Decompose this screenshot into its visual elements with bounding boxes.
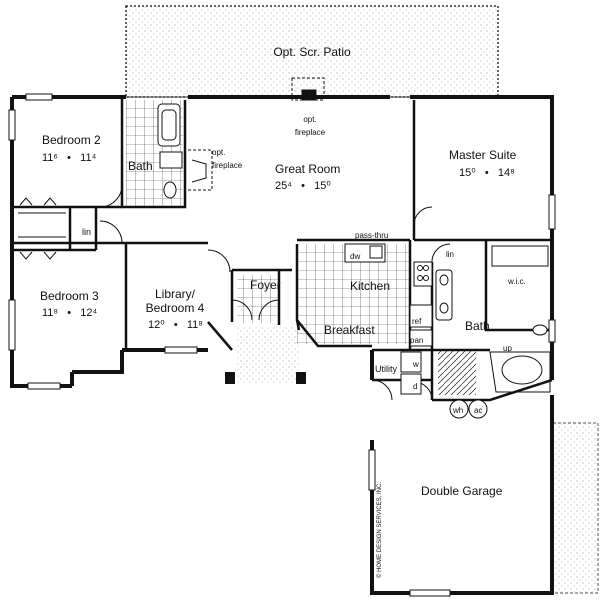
garage-label: Double Garage [421,484,503,498]
dim-sep: • [67,152,71,164]
fireplaces [188,77,325,191]
dim-sep: • [484,167,489,179]
bedroom3-dims: 11⁸ • 12⁴ [42,307,97,320]
master-bath-fixtures [435,245,551,393]
foyer-tile [237,275,279,323]
linen-left-label: lin [82,227,92,237]
foyer-label: Foyer [250,278,281,292]
bedroom2-label: Bedroom 2 [42,133,101,147]
entry-porch [237,327,299,383]
library-depth: 11⁸ [186,319,203,331]
copyright-notice: © HOME DESIGN SERVICES, INC. [377,482,383,578]
dw-label: dw [350,252,361,261]
wh-label: wh [453,406,464,415]
dim-sep: • [301,180,305,192]
great-room-label: Great Room [275,162,341,176]
laundry [400,351,422,395]
bath-fixtures [157,103,183,199]
master-suite-dims: 15⁰ • 14⁸ [459,167,515,180]
great-room-dims: 25⁴ • 15⁰ [275,180,331,193]
great-room-width: 25⁴ [275,180,292,192]
fireplace-top-label: opt. fireplace [294,115,326,137]
library-label-2: Bedroom 4 [145,301,205,315]
dim-sep: • [173,319,178,331]
up-label: up [503,344,512,353]
bedroom3-label: Bedroom 3 [40,289,99,303]
library-label-1: Library/ [154,287,196,301]
master-suite-depth: 14⁸ [497,167,515,179]
dim-sep: • [67,307,72,319]
kitchen-fixtures [344,243,433,347]
patio-label: Opt. Scr. Patio [273,45,351,59]
library-width: 12⁰ [148,319,165,331]
bedroom2-dims: 11⁶ • 11⁴ [42,152,96,165]
dryer-label: d [413,382,418,391]
pass-thru-label: pass-thru [355,231,389,240]
breakfast-label: Breakfast [324,323,375,337]
entry-columns [225,372,306,384]
ref-label: ref [412,317,422,326]
kitchen-label: Kitchen [350,279,391,293]
mechanical [449,399,488,419]
shower-tile [438,350,476,395]
wic-label: w.i.c. [508,277,526,286]
bedroom2-width: 11⁶ [42,152,58,164]
utility-label: Utility [375,364,397,374]
windows [8,93,556,597]
bedroom3-depth: 12⁴ [80,307,98,319]
garage-apron [552,422,599,594]
linen-right-label: lin [446,250,455,259]
bedroom2-depth: 11⁴ [80,152,97,164]
library-dims: 12⁰ • 11⁸ [148,319,203,332]
closet-shelves [18,197,66,260]
pan-label: pan [410,336,424,345]
washer-label: w [413,360,419,369]
bath-left-label: Bath [128,159,153,173]
master-suite-label: Master Suite [449,148,517,162]
master-bath-label: Bath [465,319,490,333]
fireplace-left-label: opt. fireplace [212,148,243,170]
bedroom3-width: 11⁸ [42,307,59,319]
master-suite-width: 15⁰ [459,167,476,179]
great-room-depth: 15⁰ [314,180,331,192]
ac-label: ac [474,406,483,415]
